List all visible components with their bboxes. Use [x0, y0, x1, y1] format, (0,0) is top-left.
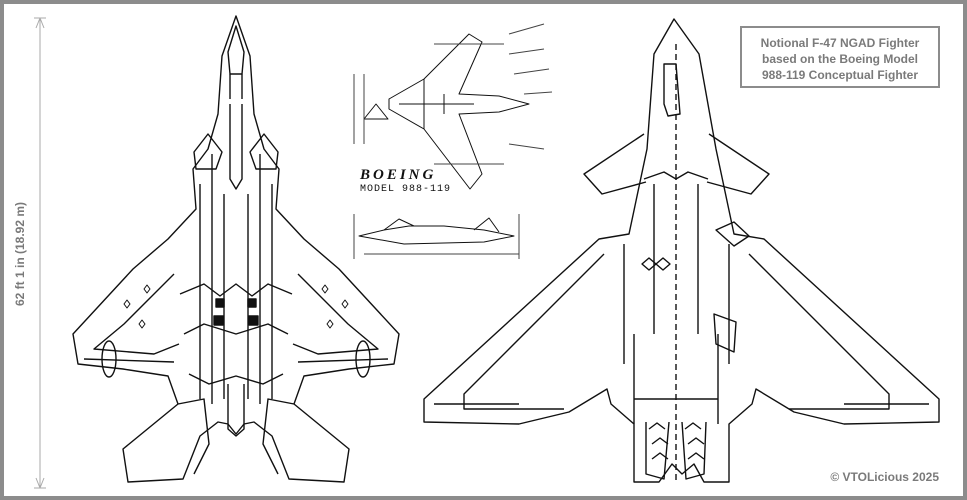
title-box: Notional F-47 NGAD Fighter based on the … [740, 26, 940, 88]
boeing-988-119-three-view [353, 23, 553, 259]
boeing-logo: BOEING [360, 167, 437, 183]
title-line-3: 988-119 Conceptual Fighter [761, 68, 919, 82]
boeing-model-label: MODEL 988-119 [360, 184, 452, 195]
title-line-2: based on the Boeing Model [761, 52, 918, 66]
title-line-1: Notional F-47 NGAD Fighter [760, 36, 920, 50]
copyright-text: © VTOLicious 2025 [830, 470, 939, 484]
line-art [34, 15, 940, 489]
f47-planform-drawing [423, 18, 940, 483]
f22-planform-drawing [72, 15, 400, 483]
length-dimension-line [34, 17, 46, 489]
length-dimension-text: 62 ft 1 in (18.92 m) [13, 201, 28, 307]
length-dimension-label: 62 ft 1 in (18.92 m) [8, 154, 32, 354]
